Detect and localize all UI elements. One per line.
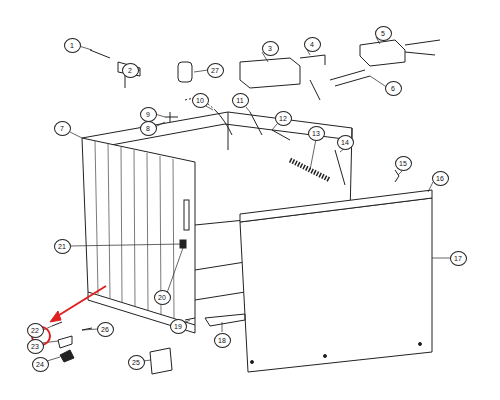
nut — [60, 350, 74, 362]
leveling-leg — [52, 322, 72, 348]
callout-number: 22 — [27, 323, 44, 338]
callout-number: 15 — [395, 156, 412, 171]
bracket — [205, 314, 245, 326]
bracket-25 — [150, 348, 172, 374]
top-rail — [240, 190, 432, 222]
callout-number: 3 — [262, 41, 279, 56]
callout-number: 8 — [140, 121, 157, 136]
leader-line — [42, 37, 450, 361]
callout-number: 6 — [385, 81, 402, 96]
callout-number: 26 — [97, 322, 114, 337]
callout-number: 17 — [450, 251, 467, 266]
callout-number: 2 — [122, 63, 139, 78]
callout-number: 23 — [27, 339, 44, 354]
highlight-arrowhead — [50, 311, 61, 322]
callout-number: 24 — [32, 357, 49, 372]
box — [240, 58, 300, 88]
highlight-arrow — [56, 286, 106, 317]
callout-number: 11 — [232, 93, 249, 108]
callout-number: 19 — [170, 319, 187, 334]
callout-number: 16 — [432, 171, 449, 186]
rear-post — [228, 112, 229, 150]
callout-number: 27 — [207, 63, 224, 78]
bracket-4 — [300, 55, 325, 100]
callout-number: 10 — [192, 93, 209, 108]
callout-number: 13 — [308, 126, 325, 141]
cross-rail — [195, 220, 245, 300]
callout-number: 14 — [337, 135, 354, 150]
screw — [395, 170, 399, 182]
callout-number: 25 — [128, 355, 145, 370]
side-panel — [82, 138, 195, 325]
top-frame — [82, 112, 352, 148]
callout-number: 21 — [54, 239, 71, 254]
terminal-block — [360, 40, 405, 66]
fitting — [178, 62, 192, 82]
callout-number: 12 — [275, 111, 292, 126]
screw — [185, 318, 195, 320]
callout-number: 5 — [375, 26, 392, 41]
callout-number: 4 — [304, 37, 321, 52]
panel-slot — [184, 200, 189, 230]
callout-number: 7 — [54, 121, 71, 136]
front-panel — [240, 198, 432, 372]
callout-number: 1 — [64, 38, 81, 53]
wire — [330, 40, 440, 86]
callout-number: 20 — [154, 290, 171, 305]
panel-rib — [95, 141, 174, 318]
clip-9 — [165, 112, 178, 122]
tube — [335, 150, 345, 185]
callout-number: 9 — [140, 107, 157, 122]
callout-number: 18 — [214, 333, 231, 348]
